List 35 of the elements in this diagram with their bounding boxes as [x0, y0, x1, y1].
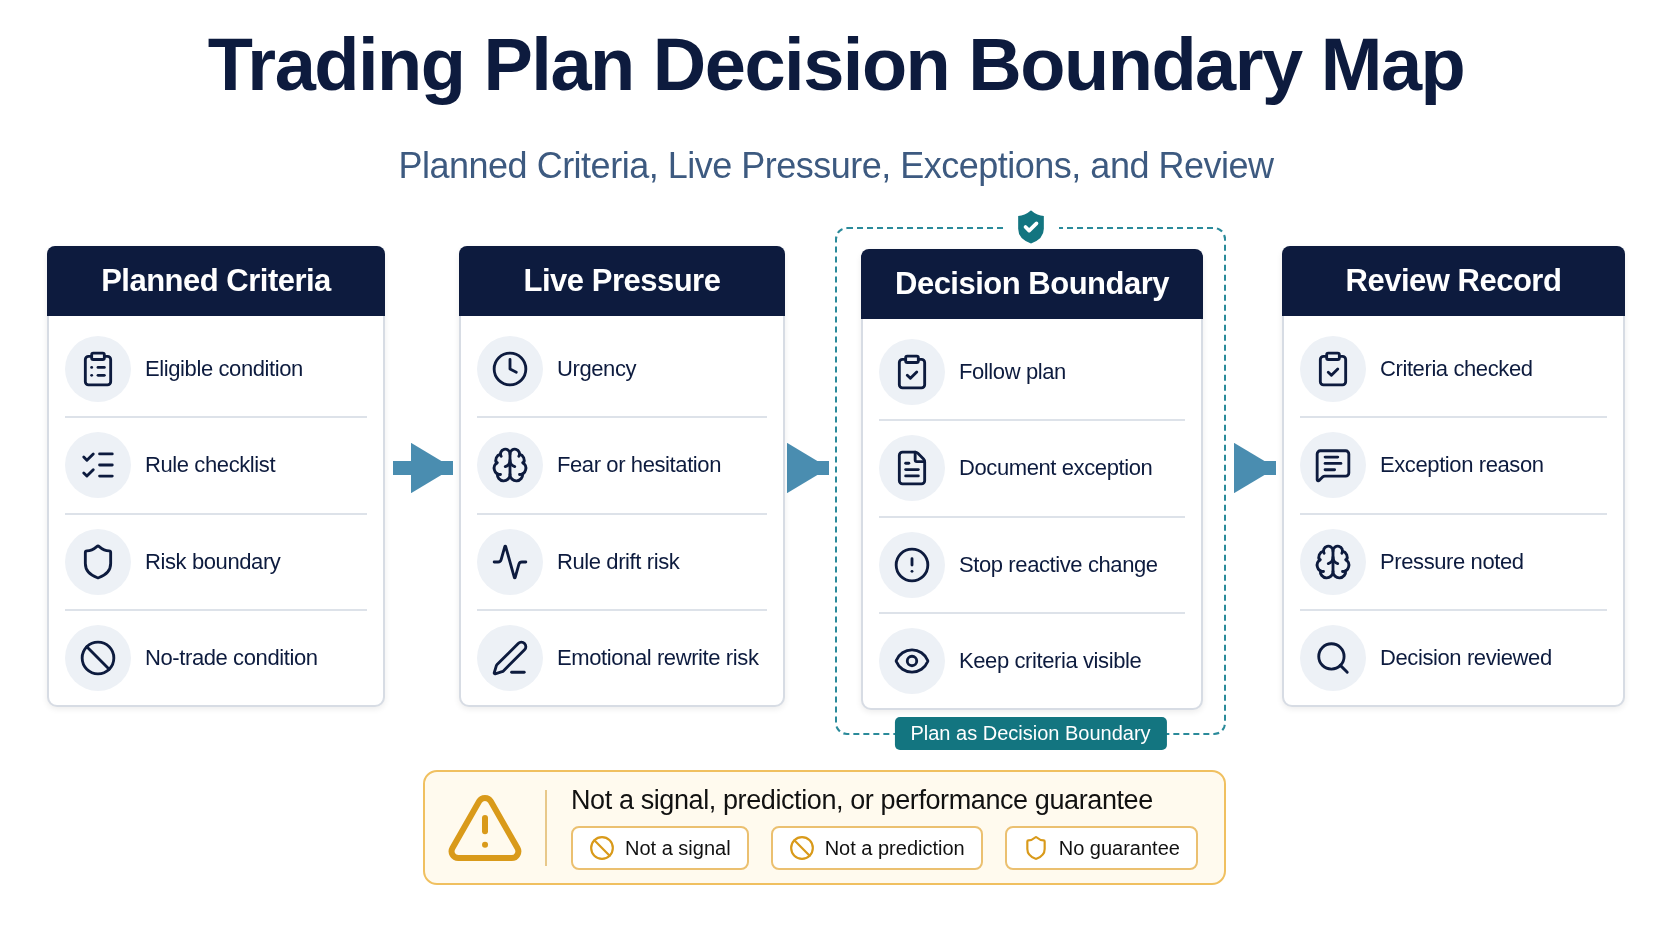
item-label: Stop reactive change — [959, 551, 1158, 578]
item-label: Fear or hesitation — [557, 452, 721, 479]
item-label: Document exception — [959, 455, 1153, 482]
item-label: Follow plan — [959, 359, 1066, 386]
item-label: Urgency — [557, 356, 637, 383]
card-header: Planned Criteria — [47, 246, 385, 316]
card-header: Decision Boundary — [861, 249, 1203, 319]
item-label: Emotional rewrite risk — [557, 644, 759, 671]
item-label: Eligible condition — [145, 356, 303, 383]
card-header: Review Record — [1282, 246, 1625, 316]
subtitle: Planned Criteria, Live Pressure, Exceptions, and Review — [398, 145, 1274, 187]
disclaimer-tag: Not a signal — [571, 826, 749, 870]
flow-arrow — [1234, 442, 1276, 494]
card-header: Live Pressure — [459, 246, 785, 316]
item-label: Criteria checked — [1380, 356, 1533, 383]
column-card — [1282, 246, 1625, 707]
item-label: Decision reviewed — [1380, 644, 1552, 671]
column-card — [47, 246, 385, 707]
warning-panel — [423, 770, 1226, 885]
title: Trading Plan Decision Boundary Map — [207, 22, 1465, 107]
item-label: Pressure noted — [1380, 548, 1524, 575]
item-label: Exception reason — [1380, 452, 1544, 479]
column-card — [459, 246, 785, 707]
flow-arrow — [787, 442, 829, 494]
flow-arrow — [393, 442, 453, 494]
item-label: Rule drift risk — [557, 548, 680, 575]
warning-heading: Not a signal, prediction, or performance guarantee — [571, 785, 1154, 816]
boundary-label: Plan as Decision Boundary — [894, 717, 1167, 750]
item-label: Risk boundary — [145, 548, 281, 575]
disclaimer-tag: Not a prediction — [770, 826, 983, 870]
disclaimer-tag: No guarantee — [1004, 826, 1198, 870]
column-card — [861, 249, 1203, 710]
item-label: No-trade condition — [145, 644, 318, 671]
item-label: Rule checklist — [145, 452, 276, 479]
item-label: Keep criteria visible — [959, 647, 1142, 674]
